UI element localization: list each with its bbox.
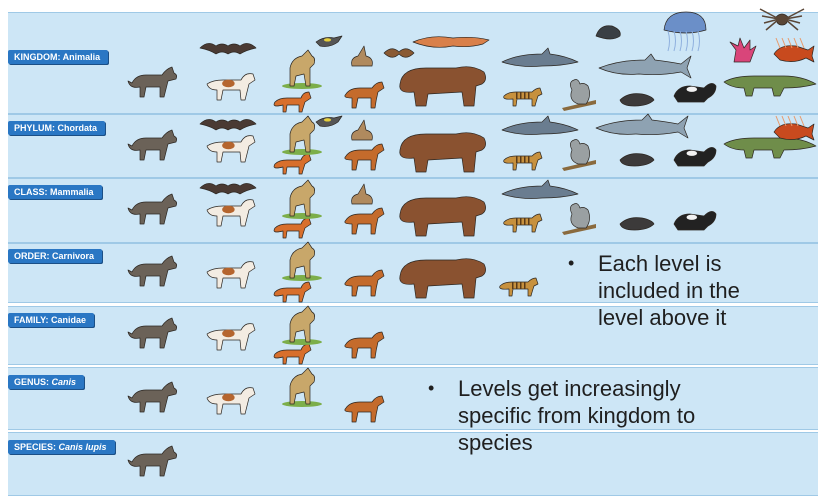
jackal-icon	[345, 144, 384, 170]
dog-icon	[207, 324, 255, 350]
fox-icon	[274, 92, 311, 112]
bear-icon	[400, 133, 486, 172]
bird-icon	[316, 116, 342, 127]
fox-icon	[274, 218, 311, 238]
coyote-icon	[282, 306, 322, 345]
dog-icon	[207, 262, 255, 288]
bear-icon	[400, 67, 486, 106]
bear-icon	[400, 259, 486, 298]
wolf-icon	[128, 382, 177, 412]
fox-icon	[274, 154, 311, 174]
dolphin-icon	[502, 180, 578, 199]
fox-icon	[274, 344, 311, 364]
cat-icon	[500, 278, 538, 296]
skunk-icon	[674, 147, 716, 166]
cat-icon	[504, 88, 542, 106]
coral-icon	[730, 38, 756, 62]
dolphin-icon	[502, 48, 578, 67]
cat-icon	[504, 214, 542, 232]
bullet-specificity: • Levels get increasingly specific from …	[458, 375, 695, 456]
rabbit-icon	[352, 46, 373, 66]
rabbit-icon	[352, 120, 373, 140]
bullet-dot-icon: •	[428, 375, 434, 402]
wolf-icon	[128, 318, 177, 348]
bat-icon	[200, 119, 256, 130]
coyote-icon	[282, 50, 322, 89]
wolf-icon	[128, 194, 177, 224]
bullet-line: Each level is	[598, 250, 740, 277]
rabbit-icon	[352, 184, 373, 204]
mole-icon	[620, 154, 654, 166]
lionfish-icon	[774, 38, 814, 62]
coyote-icon	[282, 242, 322, 281]
jackal-icon	[345, 396, 384, 422]
bullet-line: included in the	[598, 277, 740, 304]
moth-icon	[384, 49, 414, 58]
jackal-icon	[345, 332, 384, 358]
koala-icon	[562, 140, 596, 172]
shark-icon	[599, 54, 691, 78]
wolf-icon	[128, 130, 177, 160]
jellyfish-icon	[664, 12, 706, 51]
mole-icon	[620, 94, 654, 106]
koala-icon	[562, 204, 596, 236]
bat-icon	[200, 183, 256, 194]
jackal-icon	[345, 270, 384, 296]
crocodile-icon	[724, 76, 816, 96]
bullet-line: level above it	[598, 304, 740, 331]
wolf-icon	[128, 446, 177, 476]
dog-icon	[207, 388, 255, 414]
coyote-icon	[282, 368, 322, 407]
bullet-line: Levels get increasingly	[458, 375, 695, 402]
spider-icon	[760, 9, 804, 30]
cat-icon	[504, 152, 542, 170]
skunk-icon	[674, 211, 716, 230]
wolf-icon	[128, 67, 177, 97]
bullet-line: species	[458, 429, 695, 456]
fox-icon	[274, 282, 311, 302]
dog-icon	[207, 200, 255, 226]
clam-icon	[596, 26, 620, 39]
bullet-dot-icon: •	[568, 250, 574, 277]
dog-icon	[207, 136, 255, 162]
bat-icon	[200, 43, 256, 54]
skunk-icon	[674, 83, 716, 102]
coyote-icon	[282, 180, 322, 219]
crocodile-icon	[724, 138, 816, 158]
lionfish-icon	[774, 116, 814, 140]
bear-icon	[400, 197, 486, 236]
dolphin-icon	[502, 116, 578, 135]
bullet-line: specific from kingdom to	[458, 402, 695, 429]
bird-icon	[316, 36, 342, 47]
bullet-inclusion: • Each level is included in the level ab…	[598, 250, 740, 331]
mole-icon	[620, 218, 654, 230]
dog-icon	[207, 74, 255, 100]
shrimp-icon	[413, 37, 489, 48]
shark-icon	[596, 114, 688, 138]
jackal-icon	[345, 208, 384, 234]
jackal-icon	[345, 82, 384, 108]
koala-icon	[562, 80, 596, 112]
wolf-icon	[128, 256, 177, 286]
